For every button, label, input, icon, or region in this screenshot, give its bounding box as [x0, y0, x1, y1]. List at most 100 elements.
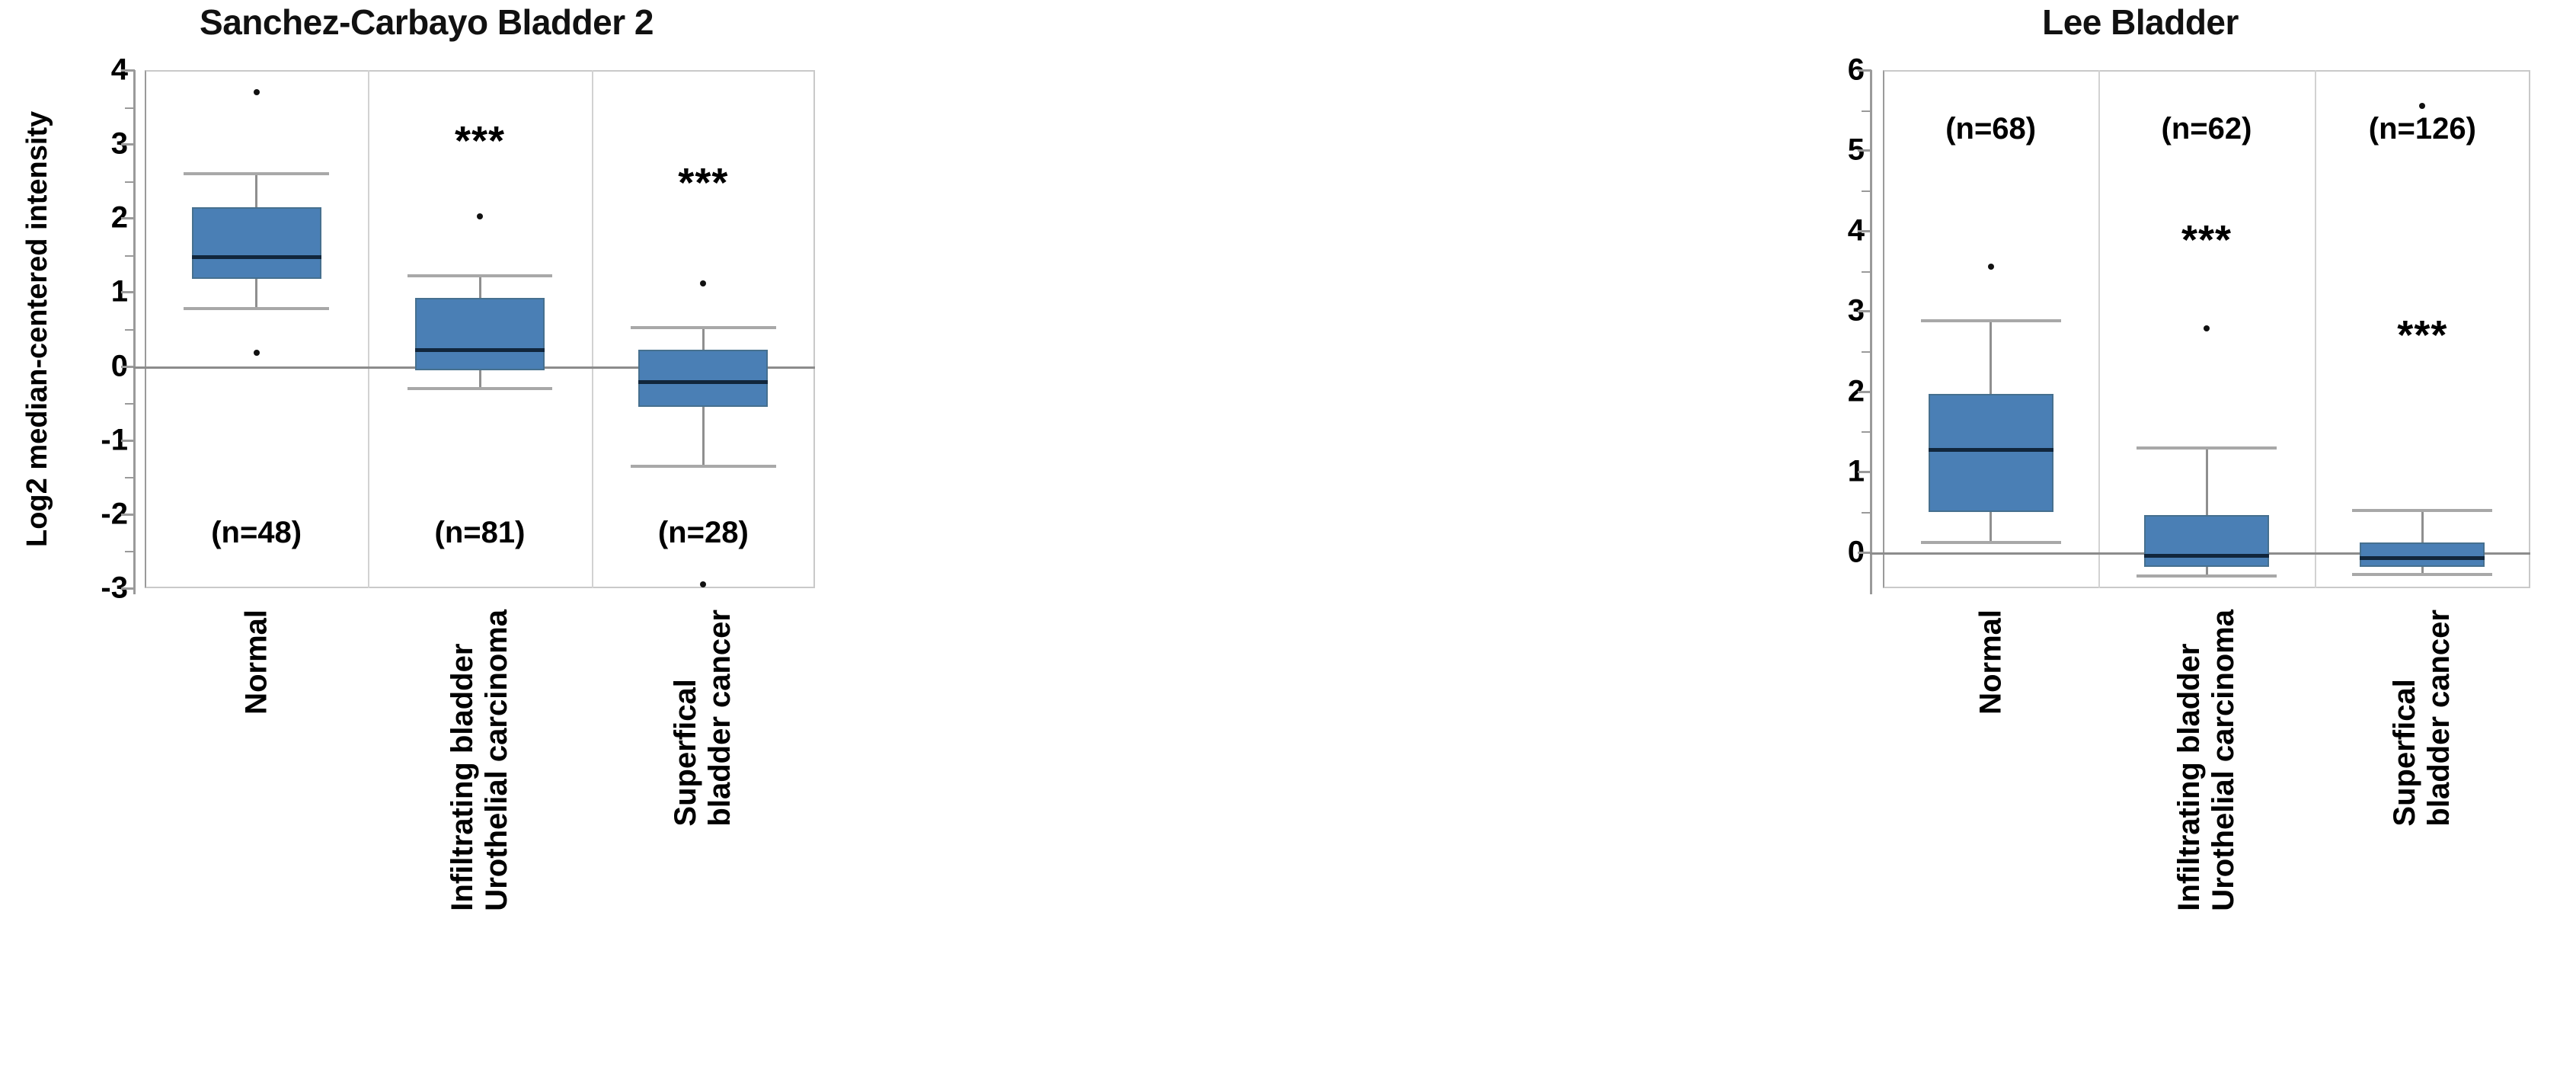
y-tick-label: 3 — [110, 126, 128, 161]
median-line — [1928, 448, 2053, 453]
whisker-cap-upper — [2136, 446, 2277, 450]
y-minor-tick — [125, 477, 135, 479]
y-tick-mark — [1858, 310, 1871, 313]
y-minor-tick — [125, 329, 135, 331]
whisker-cap-lower — [2136, 574, 2277, 578]
y-tick-label: 1 — [1847, 454, 1865, 488]
y-tick-mark — [121, 69, 135, 72]
panel-title: Lee Bladder — [2042, 2, 2239, 42]
y-tick-label: -2 — [101, 497, 128, 531]
y-tick-mark — [1858, 551, 1871, 554]
significance-marker: *** — [678, 160, 729, 206]
y-minor-tick — [125, 403, 135, 405]
whisker-upper — [478, 276, 481, 299]
y-minor-tick — [1862, 350, 1871, 353]
whisker-cap-lower — [2352, 573, 2493, 577]
whisker-lower — [2205, 566, 2208, 577]
box — [2360, 542, 2485, 567]
whisker-cap-lower — [1920, 540, 2061, 544]
y-minor-tick — [1862, 270, 1871, 273]
category-label: Infiltrating bladder Urothelial carcinom… — [2172, 610, 2240, 911]
sample-size-label: (n=62) — [2161, 112, 2252, 146]
median-line — [2360, 556, 2485, 561]
y-minor-tick — [125, 551, 135, 553]
outlier-point — [2204, 325, 2210, 332]
median-line — [191, 255, 321, 260]
whisker-cap-upper — [631, 326, 776, 330]
y-tick-mark — [1858, 69, 1871, 72]
median-line — [2143, 554, 2270, 558]
whisker-cap-lower — [407, 386, 553, 390]
y-tick-label: 4 — [110, 53, 128, 87]
category-label: Infiltrating bladder Urothelial carcinom… — [446, 610, 513, 911]
category-separator — [2098, 70, 2101, 588]
sample-size-label: (n=81) — [434, 516, 526, 549]
outlier-point — [253, 350, 260, 357]
y-tick-label: 2 — [110, 200, 128, 235]
whisker-lower — [1990, 511, 1993, 542]
y-tick-mark — [121, 587, 135, 590]
y-minor-tick — [1862, 431, 1871, 434]
y-tick-mark — [1858, 149, 1871, 152]
significance-marker: *** — [2181, 217, 2232, 263]
y-minor-tick — [125, 254, 135, 257]
box — [1928, 393, 2053, 512]
category-separator — [591, 70, 593, 588]
whisker-upper — [255, 174, 258, 207]
y-axis-spine — [1870, 70, 1872, 594]
whisker-cap-upper — [1920, 318, 2061, 322]
y-tick-mark — [121, 217, 135, 220]
outlier-point — [253, 89, 260, 96]
significance-marker: *** — [2397, 312, 2448, 358]
significance-marker: *** — [454, 118, 506, 164]
median-line — [638, 380, 769, 385]
whisker-upper — [2205, 447, 2208, 516]
y-tick-label: 0 — [110, 349, 128, 383]
y-minor-tick — [125, 181, 135, 183]
box — [638, 350, 769, 407]
y-tick-label: 5 — [1847, 133, 1865, 167]
y-minor-tick — [1862, 190, 1871, 193]
y-tick-label: 4 — [1847, 213, 1865, 248]
box — [414, 298, 545, 371]
median-line — [414, 347, 545, 352]
y-axis-spine — [133, 70, 136, 594]
panel-title: Sanchez-Carbayo Bladder 2 — [200, 2, 654, 42]
whisker-cap-upper — [2352, 508, 2493, 512]
box — [191, 206, 321, 279]
whisker-lower — [478, 370, 481, 389]
y-tick-label: 0 — [1847, 535, 1865, 569]
outlier-point — [1987, 264, 1994, 270]
whisker-cap-lower — [184, 306, 329, 310]
y-tick-label: 3 — [1847, 293, 1865, 328]
outlier-point — [700, 581, 707, 588]
y-tick-label: 2 — [1847, 374, 1865, 408]
sample-size-label: (n=48) — [211, 516, 302, 549]
category-label: Normal — [1974, 610, 2008, 715]
whisker-upper — [2421, 510, 2424, 542]
y-tick-label: -1 — [101, 423, 128, 457]
outlier-point — [700, 280, 707, 286]
y-tick-mark — [1858, 390, 1871, 393]
whisker-upper — [702, 328, 705, 350]
y-tick-mark — [1858, 471, 1871, 474]
whisker-cap-upper — [407, 274, 553, 278]
y-tick-mark — [1858, 229, 1871, 232]
y-minor-tick — [125, 107, 135, 109]
y-tick-mark — [121, 143, 135, 146]
y-tick-mark — [121, 365, 135, 368]
whisker-cap-upper — [184, 172, 329, 175]
whisker-upper — [1990, 320, 1993, 394]
category-separator — [2314, 70, 2316, 588]
y-minor-tick — [1862, 110, 1871, 112]
category-label: Superfical bladder cancer — [669, 610, 737, 827]
box — [2143, 515, 2270, 567]
whisker-lower — [702, 407, 705, 466]
y-tick-mark — [121, 513, 135, 516]
outlier-point — [477, 213, 483, 220]
category-separator — [368, 70, 370, 588]
sample-size-label: (n=28) — [657, 516, 749, 549]
